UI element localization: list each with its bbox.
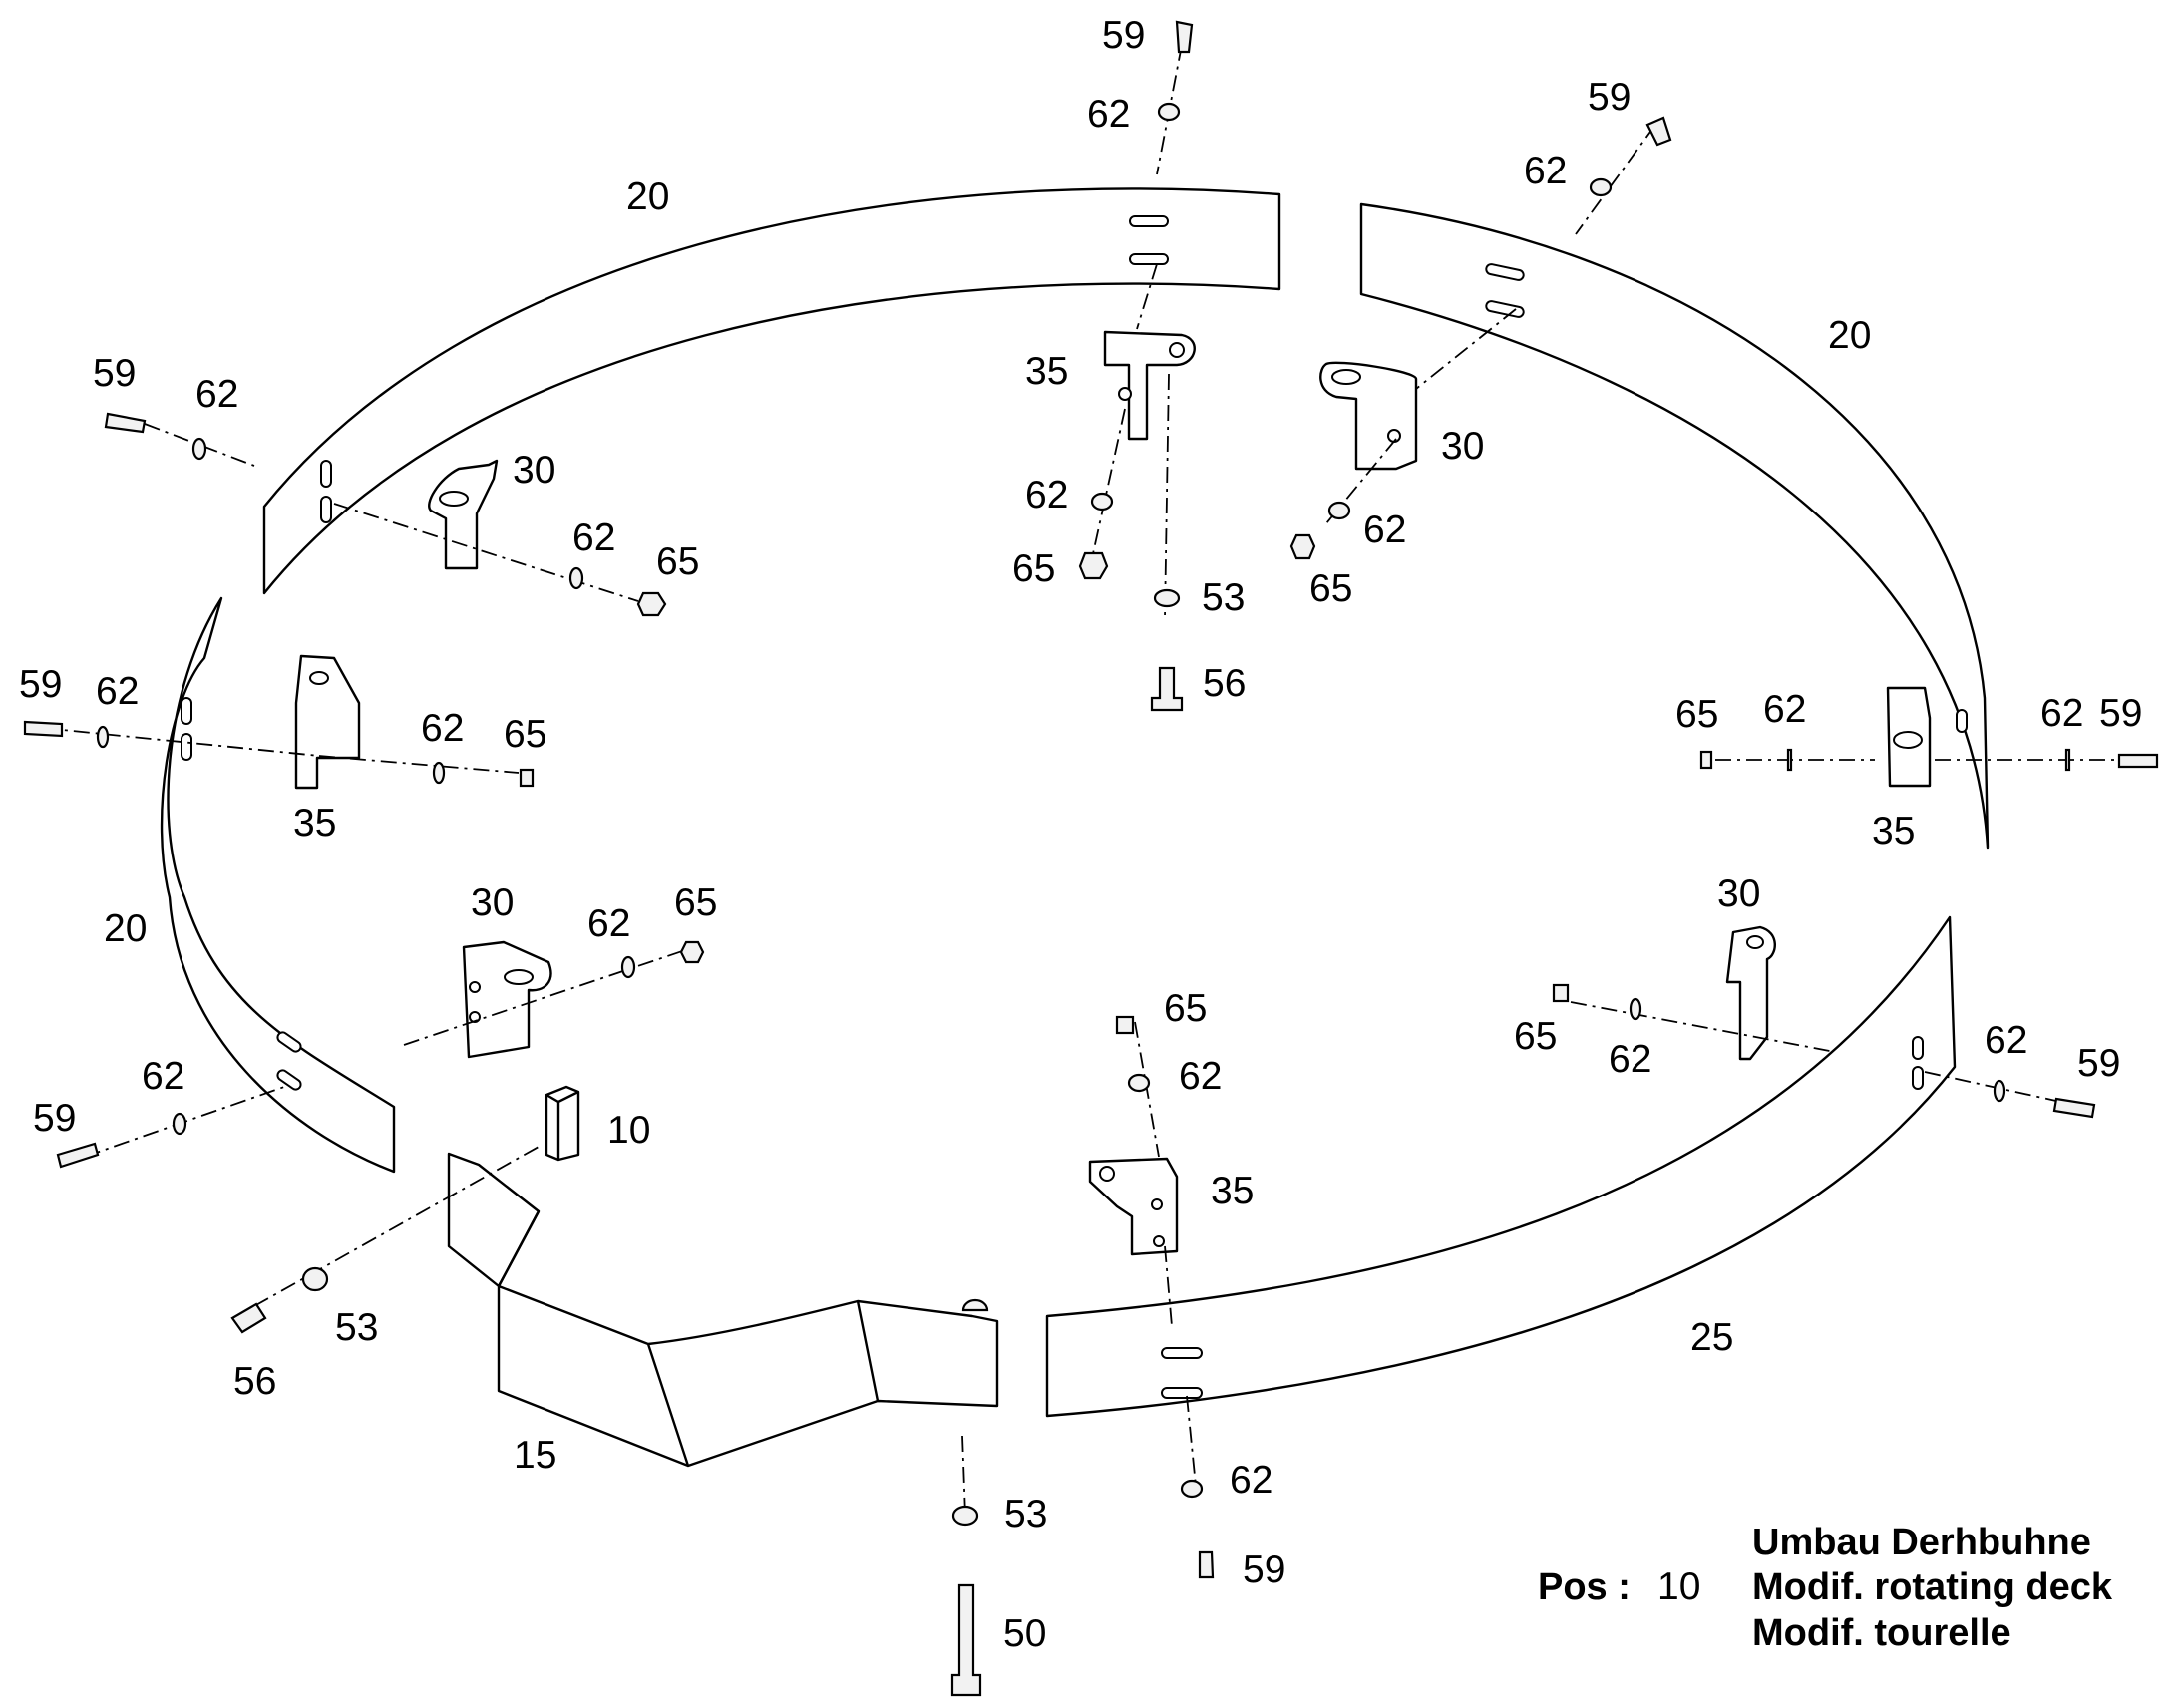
- callout-65: 65: [1675, 693, 1718, 736]
- callout-53: 53: [1004, 1493, 1047, 1536]
- callout-62: 62: [1985, 1019, 2027, 1062]
- callout-62: 62: [1230, 1459, 1272, 1502]
- title-block: Pos : 10 Umbau Derhbuhne Modif. rotating…: [1538, 1522, 2113, 1654]
- callout-53: 53: [335, 1306, 378, 1349]
- callout-62: 62: [1025, 474, 1068, 516]
- callout-35: 35: [1211, 1170, 1254, 1212]
- bracket-15: [447, 1152, 999, 1468]
- callout-62: 62: [1609, 1038, 1651, 1081]
- callout-labels: 20 20 20 25 15 10 35 35 35 35 30 30 30 3…: [19, 14, 2142, 1655]
- bolts-59: [23, 20, 2159, 1579]
- bracket-35-top: [1103, 330, 1196, 441]
- bracket-35-bottom: [1088, 1157, 1179, 1256]
- callout-35: 35: [1872, 810, 1915, 853]
- title-line-3: Modif. tourelle: [1752, 1612, 2011, 1654]
- callout-62: 62: [1179, 1055, 1222, 1098]
- callout-62: 62: [421, 707, 464, 750]
- callout-59: 59: [33, 1097, 76, 1140]
- callout-50: 50: [1003, 1612, 1046, 1655]
- callout-56: 56: [233, 1360, 276, 1403]
- bracket-30-top-right: [1319, 361, 1418, 471]
- callout-30: 30: [513, 449, 555, 492]
- callout-62: 62: [572, 516, 615, 559]
- callout-65: 65: [1164, 987, 1207, 1030]
- callout-62: 62: [96, 670, 139, 713]
- callout-59: 59: [1588, 76, 1631, 119]
- callout-20: 20: [1828, 314, 1871, 357]
- washers-62: [96, 102, 2071, 1499]
- nuts-65: [519, 533, 1713, 1035]
- callout-59: 59: [1102, 14, 1145, 57]
- callout-62: 62: [195, 373, 238, 416]
- callout-62: 62: [2040, 692, 2083, 735]
- callout-59: 59: [1243, 1548, 1285, 1591]
- block-10: [545, 1085, 580, 1162]
- callout-62: 62: [1524, 150, 1567, 192]
- title-line-1: Umbau Derhbuhne: [1752, 1522, 2091, 1563]
- callout-35: 35: [293, 802, 336, 845]
- callout-30: 30: [1441, 425, 1484, 468]
- callout-59: 59: [93, 352, 136, 395]
- callout-62: 62: [1363, 509, 1406, 551]
- callout-53: 53: [1202, 576, 1245, 619]
- bracket-30-lower-right: [1725, 925, 1776, 1061]
- callout-30: 30: [471, 881, 514, 924]
- callout-20: 20: [626, 175, 669, 218]
- callout-65: 65: [1012, 547, 1055, 590]
- callout-15: 15: [514, 1434, 556, 1477]
- title-line-2: Modif. rotating deck: [1752, 1566, 2113, 1608]
- callout-65: 65: [674, 881, 717, 924]
- pos-label: Pos :: [1538, 1566, 1631, 1608]
- bracket-35-right: [1886, 686, 1932, 788]
- callout-20: 20: [104, 907, 147, 950]
- callout-62: 62: [142, 1055, 184, 1098]
- callout-59: 59: [2077, 1042, 2120, 1085]
- callout-25: 25: [1690, 1316, 1733, 1359]
- callout-62: 62: [1763, 688, 1806, 731]
- callout-35: 35: [1025, 350, 1068, 393]
- ring-segment-upper-right: [1359, 202, 1990, 850]
- washers-53: [301, 588, 1181, 1527]
- callout-65: 65: [656, 540, 699, 583]
- callout-65: 65: [504, 713, 546, 756]
- bracket-35-left: [294, 654, 361, 790]
- ring-segment-bottom-right: [1045, 915, 1957, 1418]
- callout-59: 59: [19, 663, 62, 706]
- pos-value: 10: [1657, 1565, 1700, 1608]
- bolts-56: [230, 666, 1184, 1334]
- callout-56: 56: [1203, 662, 1246, 705]
- callout-10: 10: [607, 1109, 650, 1152]
- callout-62: 62: [1087, 93, 1130, 136]
- callout-65: 65: [1514, 1015, 1557, 1058]
- callout-65: 65: [1309, 567, 1352, 610]
- ring-segment-upper-left: [262, 187, 1281, 595]
- bracket-30-upper-left: [428, 459, 499, 570]
- bracket-30-lower-left: [462, 940, 552, 1059]
- callout-59: 59: [2099, 692, 2142, 735]
- slot-holes: [181, 215, 1968, 1399]
- ring-segment-left: [160, 596, 396, 1174]
- bolt-50: [950, 1583, 982, 1697]
- callout-62: 62: [587, 902, 630, 945]
- callout-30: 30: [1717, 872, 1760, 915]
